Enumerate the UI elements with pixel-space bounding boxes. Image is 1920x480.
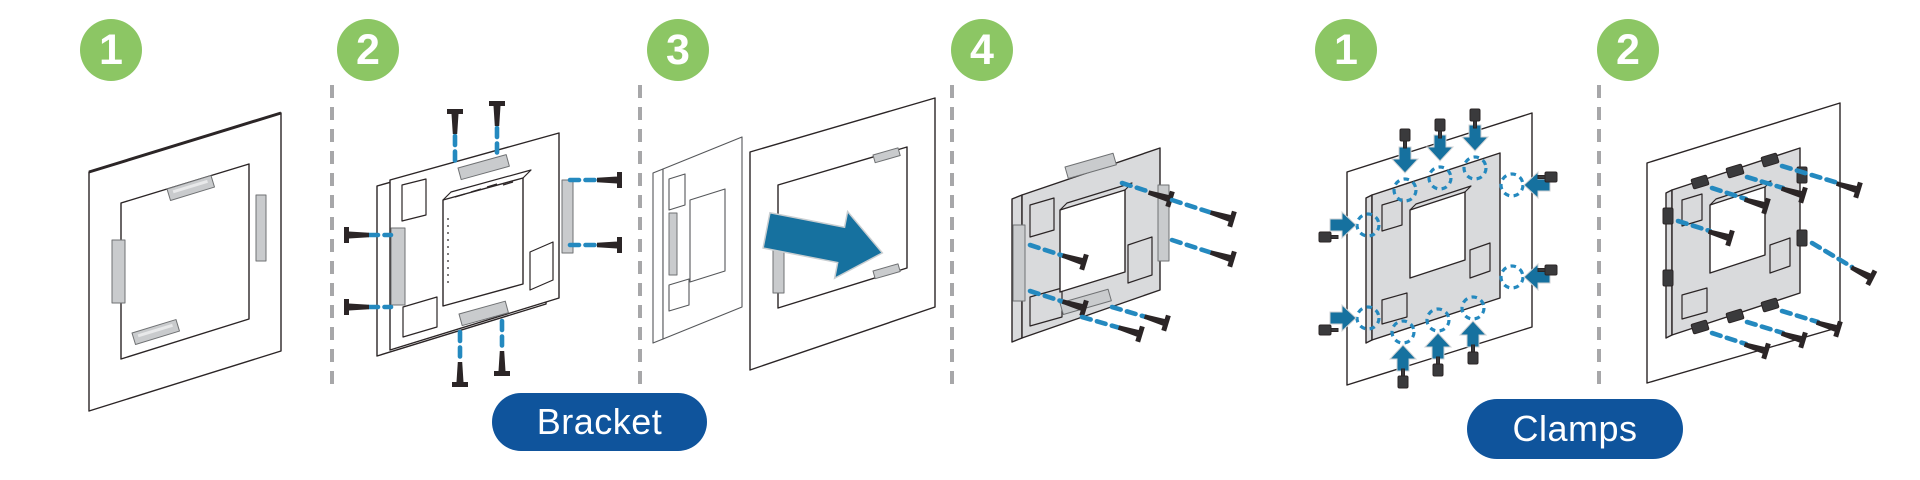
bracket-step3-insert-monitor-illustration (652, 97, 936, 371)
top-bracket (166, 175, 215, 201)
bracket-step1-wall-cutout-illustration (88, 111, 282, 412)
mounting-brackets (111, 175, 267, 345)
step-number: 4 (970, 25, 994, 74)
clamps-step1-position-clamps-illustration (1318, 108, 1558, 389)
step-badge-clamps-1: 1 (1315, 19, 1377, 81)
step-number: 3 (666, 25, 690, 74)
monitor-back (1665, 147, 1801, 339)
step-separator (950, 85, 954, 390)
step-number: 1 (99, 25, 123, 74)
step-badge-bracket-1: 1 (80, 19, 142, 81)
clamps-step2-fasten-clamp-screws-illustration (1646, 102, 1878, 384)
step-badge-clamps-2: 2 (1597, 19, 1659, 81)
screws-with-paths (1675, 163, 1878, 360)
bracket-method-label: Bracket (492, 393, 707, 451)
clamps-method-label: Clamps (1467, 399, 1683, 459)
monitor-back (652, 136, 743, 344)
step-number: 1 (1334, 25, 1358, 74)
screws-with-paths (344, 101, 622, 387)
wall-panel (749, 97, 936, 371)
step-badge-bracket-2: 2 (337, 19, 399, 81)
screws-with-paths (1027, 180, 1237, 343)
step-separator (638, 85, 642, 390)
bracket-step2-attach-brackets-illustration (344, 101, 622, 387)
step-badge-bracket-4: 4 (951, 19, 1013, 81)
step-number: 2 (356, 25, 380, 74)
clamps-label-text: Clamps (1512, 408, 1638, 449)
step-badge-bracket-3: 3 (647, 19, 709, 81)
mini-pc-box (442, 169, 532, 307)
right-bracket (255, 194, 267, 262)
step-separator (330, 85, 334, 390)
insert-arrow (762, 209, 884, 280)
step-number: 2 (1616, 25, 1640, 74)
clamps (1662, 152, 1808, 335)
left-bracket (111, 239, 126, 304)
mounting-brackets (390, 154, 574, 327)
bottom-bracket (131, 319, 180, 345)
bracket-label-text: Bracket (536, 401, 663, 442)
step-separator (1597, 85, 1601, 390)
bracket-step4-fasten-screws-illustration (1011, 147, 1237, 343)
